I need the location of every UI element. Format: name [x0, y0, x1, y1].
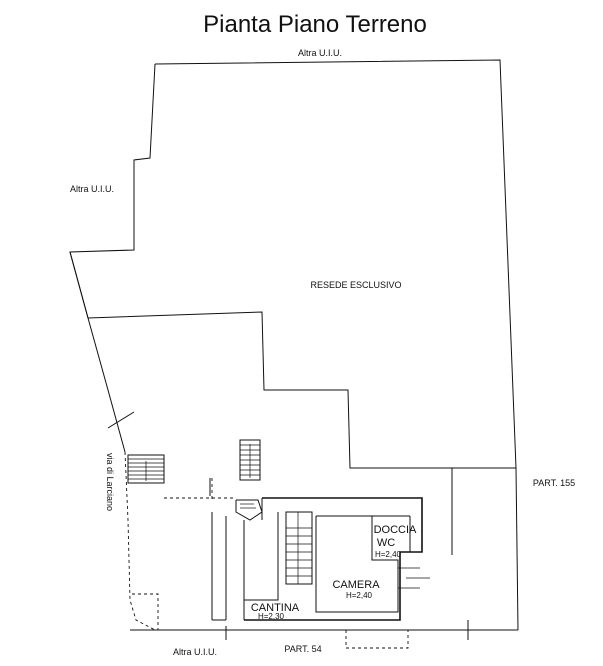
plan-title: Pianta Piano Terreno	[203, 11, 427, 38]
room-wc-label: WC	[377, 537, 395, 549]
road-tick	[107, 411, 135, 429]
room-wc-height: H=2,40	[375, 550, 402, 559]
label-altra-top: Altra U.I.U.	[298, 48, 342, 58]
label-resede: RESEDE ESCLUSIVO	[310, 280, 401, 290]
room-cantina-label: CANTINA	[251, 602, 300, 614]
courtyard-boundary	[69, 59, 517, 469]
left-boundary-line	[69, 251, 126, 453]
label-part155: PART. 155	[533, 478, 575, 488]
room-doccia-label: DOCCIA	[374, 524, 417, 536]
room-cantina-height: H=2,30	[258, 612, 285, 621]
room-camera-label: CAMERA	[332, 579, 380, 591]
dashed-bottom-rect	[345, 630, 409, 649]
label-altra-left: Altra U.I.U.	[70, 184, 114, 194]
room-camera-height: H=2,40	[346, 591, 373, 600]
building-walls	[211, 497, 423, 621]
external-stairs-left	[127, 454, 165, 484]
label-altra-bottom: Altra U.I.U.	[173, 647, 217, 657]
dashed-curve-left	[124, 451, 156, 631]
dashed-small-rect	[132, 593, 159, 630]
interior-walls	[244, 511, 430, 613]
right-boundary-line	[515, 467, 519, 631]
external-stairs-center	[239, 439, 261, 481]
label-part54: PART. 54	[284, 644, 321, 654]
label-via: via di Larciano	[105, 453, 115, 511]
